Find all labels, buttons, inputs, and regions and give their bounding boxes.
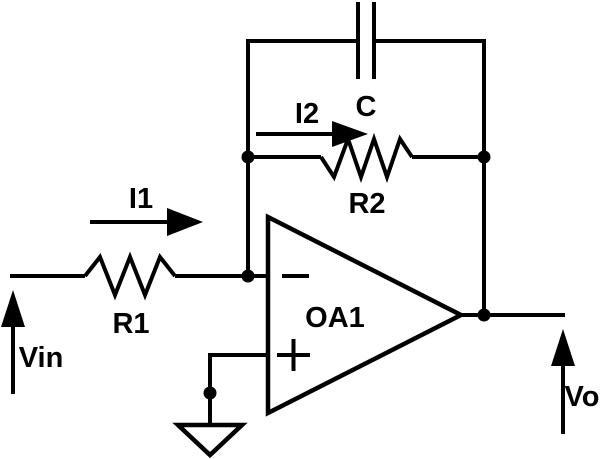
feedback-resistor: R2 (319, 132, 414, 220)
feedback-capacitor: C (356, 2, 377, 123)
input-resistor-label: R1 (112, 308, 149, 340)
junction-dot-icon (477, 308, 491, 322)
right-arrowhead-icon (332, 121, 368, 147)
input-resistor: R1 (83, 251, 177, 340)
input-voltage-label: Vin (19, 342, 64, 374)
feedback-left-wire (246, 39, 358, 276)
junction-dot-icon (241, 150, 255, 164)
input-current-label: I1 (129, 183, 153, 215)
feedback-current-label: I2 (295, 98, 319, 130)
junction-dot-icon (241, 269, 255, 283)
output-voltage-annotation: Vo (551, 329, 599, 434)
plus-icon (277, 339, 310, 371)
feedback-current-annotation: I2 (256, 98, 368, 147)
feedback-right-wire (374, 39, 486, 315)
opamp: OA1 (265, 213, 466, 417)
feedback-capacitor-label: C (356, 91, 377, 123)
resistor-zigzag-icon (83, 251, 177, 301)
opamp-triangle-icon (265, 213, 466, 417)
ground-icon (172, 422, 248, 459)
resistor-zigzag-icon (319, 132, 414, 184)
output-voltage-label: Vo (565, 381, 600, 413)
noninverting-to-ground-wire (208, 353, 268, 425)
input-voltage-annotation: Vin (1, 290, 63, 394)
right-arrowhead-icon (167, 208, 203, 236)
junction-dots (203, 150, 491, 400)
up-arrowhead-icon (1, 290, 25, 327)
input-current-annotation: I1 (90, 183, 203, 236)
junction-dot-icon (477, 150, 491, 164)
junction-dot-icon (203, 386, 217, 400)
up-arrowhead-icon (551, 329, 575, 366)
feedback-resistor-label: R2 (348, 188, 385, 220)
opamp-label: OA1 (305, 302, 365, 334)
